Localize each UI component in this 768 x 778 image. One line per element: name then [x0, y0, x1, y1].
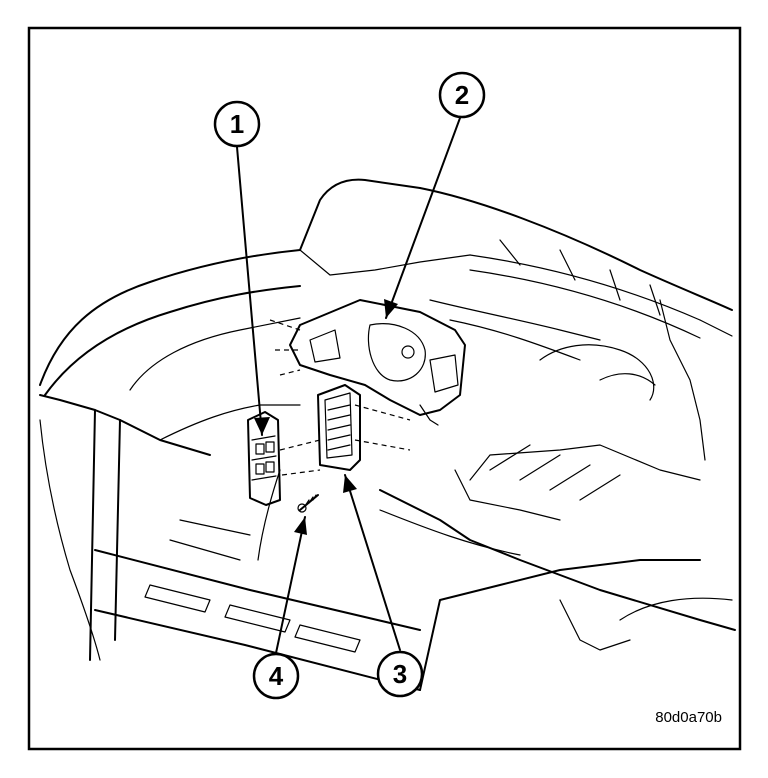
- relay-block-drawing: [247, 411, 321, 506]
- vehicle-body-linework: [39, 178, 736, 691]
- screw-drawing: [297, 494, 319, 513]
- callout-4: 4: [252, 652, 300, 700]
- leader-arrowheads: [254, 299, 398, 535]
- mounting-bracket-drawing: [269, 299, 466, 426]
- figure-frame: [27, 26, 742, 751]
- callout-4-number: 4: [269, 661, 284, 691]
- callout-3-number: 3: [393, 659, 407, 689]
- callout-2: 2: [438, 71, 486, 119]
- callout-1-number: 1: [230, 109, 244, 139]
- module-drawing: [317, 384, 411, 471]
- leader-lines: [236, 117, 461, 654]
- callout-2-number: 2: [455, 80, 469, 110]
- callout-1: 1: [213, 100, 261, 148]
- callout-3: 3: [376, 650, 424, 698]
- figure-code: 80d0a70b: [655, 709, 722, 726]
